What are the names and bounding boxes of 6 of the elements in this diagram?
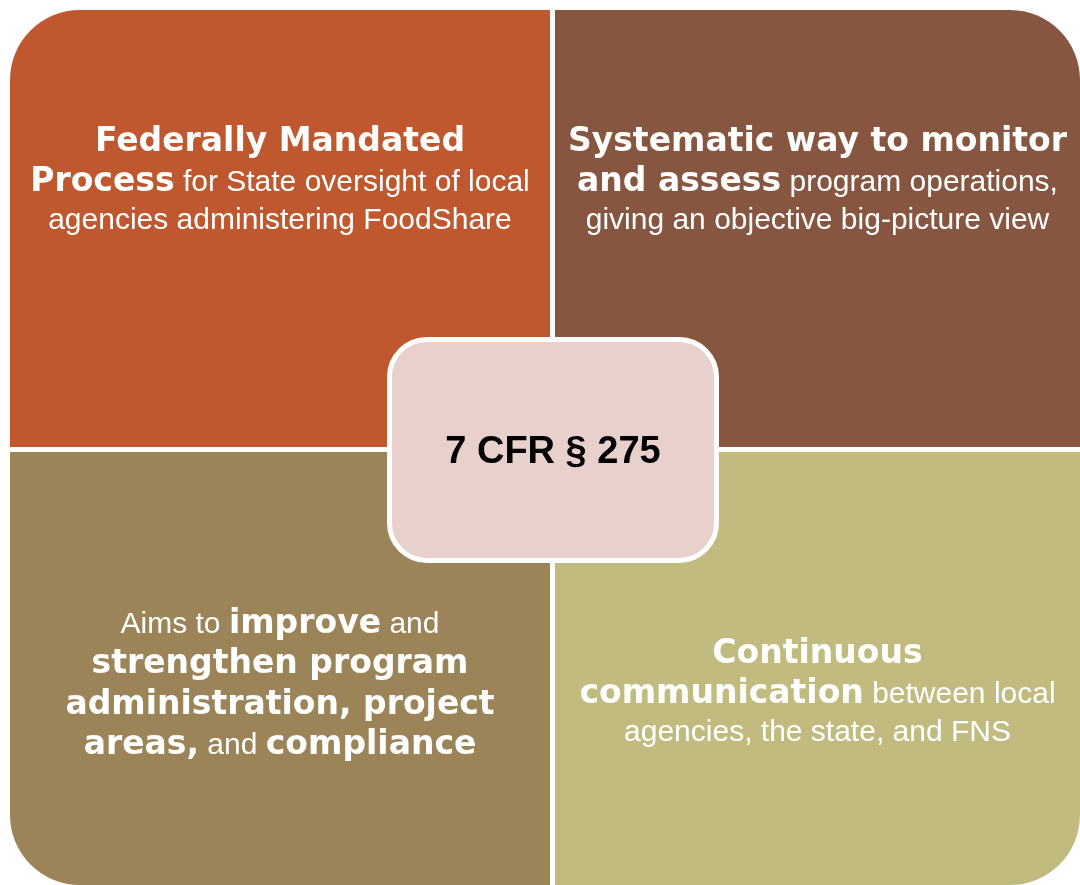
panel-text: Federally Mandated Process for State oversight of local agencies administering FoodShare — [29, 120, 531, 237]
center-label: 7 CFR § 275 — [445, 428, 661, 472]
panel-text: Continuous communication between local agencies, the state, and FNS — [578, 632, 1057, 749]
panel-text: Aims to improve and strengthen program administration, project areas, and compliance — [64, 602, 496, 763]
panel-text: Systematic way to monitor and assess program operations, giving an objective big-picture view — [566, 120, 1069, 237]
center-box — [387, 337, 719, 563]
